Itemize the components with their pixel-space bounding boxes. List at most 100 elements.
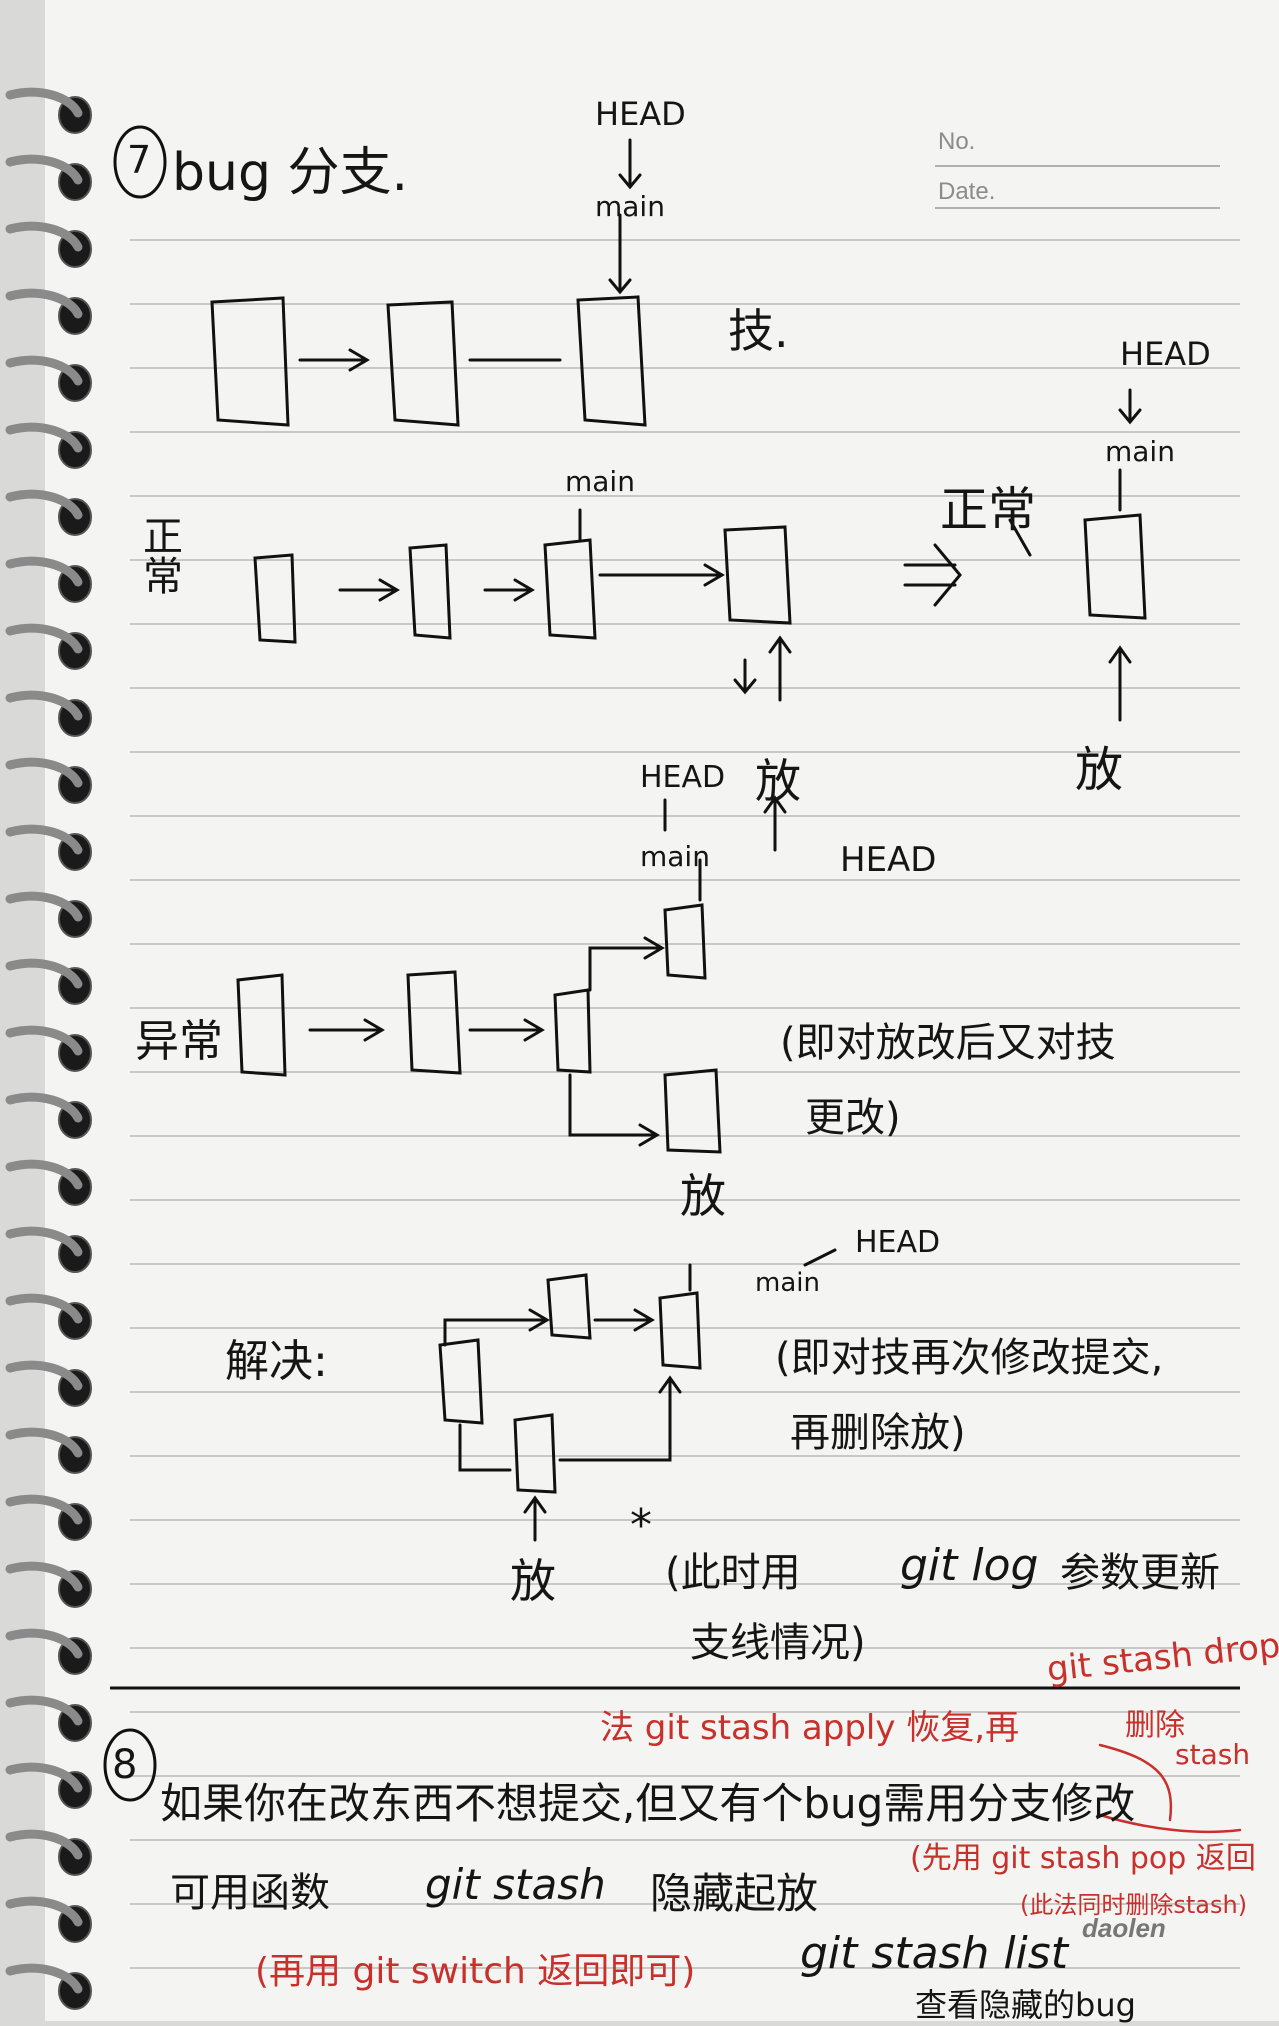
row2-result-head-arrow <box>1118 388 1142 425</box>
row3-arrow-1 <box>308 1018 385 1042</box>
row3-branch-down <box>568 1073 660 1147</box>
row4-note-line1: (即对技再次修改提交, <box>775 1335 1164 1381</box>
row4-commit-4 <box>513 1413 557 1494</box>
spiral-ring <box>5 1494 83 1525</box>
spiral-ring <box>5 824 83 855</box>
row2-result-label: 正常 <box>940 482 1037 538</box>
row2-commits <box>253 388 1147 852</box>
row2-check-tick <box>1008 518 1032 557</box>
row4-star-note-line2: 支线情况) <box>690 1620 866 1666</box>
row4-commit-1 <box>438 1338 484 1425</box>
spiral-ring <box>5 1762 83 1793</box>
section8-stash-list: git stash list <box>800 1928 1068 1979</box>
spiral-ring <box>5 489 83 520</box>
row4-commit-2 <box>546 1273 592 1340</box>
row2-fang: 放 <box>755 754 801 808</box>
spiral-ring <box>5 690 83 721</box>
row2-result-bottom: 放 <box>1075 742 1124 798</box>
row3-label: 异常 <box>135 1016 223 1067</box>
spiral-ring <box>5 958 83 989</box>
spiral-ring <box>5 1963 83 1994</box>
row4-star-note-line1: (此时用 <box>665 1550 801 1596</box>
row4-main: main <box>755 1268 820 1298</box>
row3-commit-1 <box>236 973 287 1077</box>
section8-line2-prefix: 可用函数 <box>170 1870 330 1916</box>
row4-head-arrow <box>803 1248 837 1267</box>
spiral-ring <box>5 288 83 319</box>
row2-fang-arrow <box>768 635 792 702</box>
spiral-ring <box>5 221 83 252</box>
red-underline <box>1098 1813 1242 1834</box>
row2-arrow-1 <box>338 578 400 602</box>
row3-commit-2 <box>406 970 462 1075</box>
section8-line1: 如果你在改东西不想提交,但又有个bug需用分支修改 <box>160 1779 1136 1828</box>
row2-head-arrow <box>763 795 787 852</box>
spiral-ring <box>5 355 83 386</box>
row2-loop-arrow <box>733 658 757 695</box>
row1-commit-1 <box>210 296 290 427</box>
row2-result-bottom-arrow <box>1108 645 1132 722</box>
section7-title: bug 分支. <box>172 143 409 203</box>
spiral-ring <box>5 87 83 118</box>
row2-result-commit <box>1083 513 1147 620</box>
section7-number: 7 <box>127 138 152 182</box>
row2-main: main <box>565 465 635 498</box>
spiral-ring <box>5 891 83 922</box>
paper <box>45 0 1279 2021</box>
row4-star: * <box>630 1500 652 1551</box>
spiral-ring <box>5 1159 83 1190</box>
brand-logo: daolen <box>1082 1913 1166 1943</box>
section8-red-top: 法 git stash apply 恢复,再 <box>600 1708 1020 1748</box>
row1-head-arrow <box>618 138 642 190</box>
spiral-ring <box>5 1092 83 1123</box>
no-label: No. <box>938 128 976 155</box>
spiral-ring <box>5 1427 83 1458</box>
row4-branch-up <box>443 1308 550 1347</box>
date-label: Date. <box>938 178 996 205</box>
row2-commit-2 <box>408 543 452 640</box>
row4-note-line2: 再删除放) <box>790 1410 966 1456</box>
section8-line2-cmd: git stash <box>425 1860 606 1909</box>
section8-red-marks <box>1098 1743 1242 1834</box>
row4-label: 解决: <box>225 1336 328 1387</box>
row1-head: HEAD <box>595 95 686 133</box>
row2-implies <box>903 543 962 607</box>
spiral-ring <box>5 1561 83 1592</box>
row4-branch-down <box>458 1423 512 1472</box>
row2-result-head: HEAD <box>1120 335 1211 373</box>
spiral-ring <box>5 154 83 185</box>
section8-number: 8 <box>112 1742 138 1788</box>
row4-arrow-top <box>593 1308 655 1332</box>
row1-commits <box>210 138 647 427</box>
spiral-ring <box>5 422 83 453</box>
row2-result-main: main <box>1105 435 1175 468</box>
row2-arrow-3 <box>598 563 725 587</box>
row4-commits <box>438 1248 837 1542</box>
row3-commits <box>236 798 722 1154</box>
row2-arrow-2 <box>483 578 535 602</box>
row4-fang: 放 <box>510 1554 556 1608</box>
row3-commit-bottom <box>663 1068 722 1154</box>
row1-commit-3 <box>576 295 647 427</box>
row2-commit-4 <box>723 525 792 625</box>
section7-number-circle <box>113 125 167 199</box>
row2-commit-1 <box>253 553 297 644</box>
spiral-ring <box>5 1360 83 1391</box>
circle-marks <box>103 125 167 1802</box>
section8-number-circle <box>103 1728 157 1802</box>
spiral-ring <box>5 556 83 587</box>
section8-red-pop2: (此法同时删除stash) <box>1020 1891 1248 1919</box>
row1-arrow-1 <box>298 348 370 372</box>
spiral-ring <box>5 623 83 654</box>
row1-commit-2 <box>386 300 460 427</box>
section8-red-switch: (再用 git switch 返回即可) <box>255 1951 696 1992</box>
spiral-ring <box>5 1628 83 1659</box>
row3-commit-3 <box>553 988 592 1074</box>
row1-main-arrow <box>608 213 632 295</box>
row4-commit-3 <box>658 1291 702 1370</box>
row1-main: main <box>595 190 665 223</box>
row4-merge <box>558 1375 682 1462</box>
row3-note-line1: (即对放改后又对技 <box>780 1020 1116 1066</box>
